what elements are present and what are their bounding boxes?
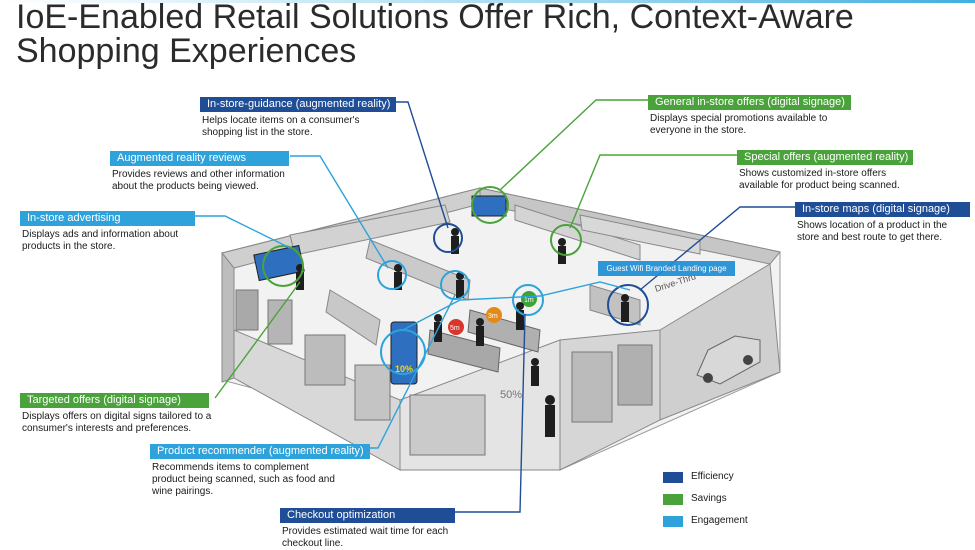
window-poster	[304, 334, 346, 386]
callout-label: In-store advertising	[20, 211, 195, 226]
callout-desc: Displays offers on digital signs tailore…	[22, 411, 212, 434]
wait-bubble	[486, 307, 502, 323]
callout-targeted-offers: Targeted offers (digital signage) Displa…	[20, 390, 240, 435]
front-wall-left	[221, 251, 235, 383]
callout-desc: Shows customized in-store offers availab…	[739, 168, 900, 191]
callout-label: Special offers (augmented reality)	[737, 150, 913, 165]
callout-label: Checkout optimization	[280, 508, 455, 523]
kiosk-sign	[390, 321, 418, 385]
callout-label: General in-store offers (digital signage…	[648, 95, 851, 110]
callout-instore-maps: In-store maps (digital signage) Shows lo…	[795, 199, 973, 244]
legend-swatch	[663, 516, 683, 527]
wait-bubble	[521, 291, 537, 307]
callout-label: Targeted offers (digital signage)	[20, 393, 209, 408]
kiosk-discount-label: 10%	[395, 364, 413, 374]
callout-instore-guidance: In-store-guidance (augmented reality) He…	[200, 94, 440, 139]
wait-bubble	[448, 319, 464, 335]
callout-label: Augmented reality reviews	[110, 151, 289, 166]
shelf	[325, 289, 381, 346]
guest-wifi-overlay: Guest Wifi Branded Landing page	[598, 261, 735, 276]
callout-desc: Helps locate items on a consumer's shopp…	[202, 115, 360, 138]
car-wheel	[703, 373, 713, 383]
callout-general-offers: General in-store offers (digital signage…	[648, 92, 851, 137]
window-poster	[571, 351, 613, 423]
legend-swatch	[663, 472, 683, 483]
wait-time-label: 5m	[450, 325, 460, 332]
callout-instore-advertising: In-store advertising Displays ads and in…	[20, 208, 230, 253]
highlight-ring	[550, 224, 582, 256]
connector-line	[290, 155, 389, 269]
wall-screen	[471, 195, 507, 217]
wall-discount-label: 50%	[500, 389, 522, 401]
top-accent-line	[0, 0, 975, 3]
legend-label: Engagement	[691, 515, 748, 526]
callout-desc: Provides estimated wait time for each ch…	[282, 526, 449, 549]
highlight-ring	[471, 186, 509, 224]
page-title: IoE-Enabled Retail Solutions Offer Rich,…	[16, 0, 854, 70]
callout-desc: Displays ads and information about produ…	[22, 229, 179, 252]
connector-line	[402, 281, 631, 331]
window-poster	[267, 299, 293, 345]
highlight-ring	[377, 260, 407, 290]
callout-desc: Provides reviews and other information a…	[112, 169, 285, 192]
car-wheel	[743, 355, 753, 365]
callout-desc: Shows location of a product in the store…	[797, 220, 948, 243]
callout-label: Product recommender (augmented reality)	[150, 444, 370, 459]
connector-line	[455, 313, 526, 513]
highlight-ring	[433, 223, 463, 253]
car	[696, 335, 761, 385]
highlight-ring	[607, 284, 649, 326]
callout-desc: Displays special promotions available to…	[650, 113, 828, 136]
callout-product-recommender: Product recommender (augmented reality) …	[150, 441, 390, 498]
wait-time-label: 3m	[488, 313, 498, 320]
connector-line	[195, 215, 291, 249]
callout-label: In-store-guidance (augmented reality)	[200, 97, 397, 112]
highlight-ring	[512, 284, 544, 316]
shelf	[579, 214, 701, 255]
window-poster	[409, 394, 486, 456]
connector-line	[214, 281, 301, 399]
window-poster	[354, 364, 391, 421]
legend-label: Savings	[691, 493, 727, 504]
callout-special-offers: Special offers (augmented reality) Shows…	[737, 147, 937, 192]
window-poster	[235, 289, 259, 331]
wait-time-label: 1m	[524, 297, 534, 304]
callout-label: In-store maps (digital signage)	[795, 202, 970, 217]
right-wall	[659, 263, 781, 421]
connector-line	[499, 99, 650, 191]
window-poster	[617, 344, 653, 406]
callout-checkout-optimization: Checkout optimization Provides estimated…	[280, 505, 500, 550]
callout-desc: Recommends items to complement product b…	[152, 462, 335, 497]
callout-ar-reviews: Augmented reality reviews Provides revie…	[110, 148, 330, 193]
highlight-ring	[262, 245, 304, 287]
legend-swatch	[663, 494, 683, 505]
highlight-ring	[440, 270, 470, 300]
connector-line	[569, 154, 740, 229]
legend-label: Efficiency	[691, 471, 734, 482]
